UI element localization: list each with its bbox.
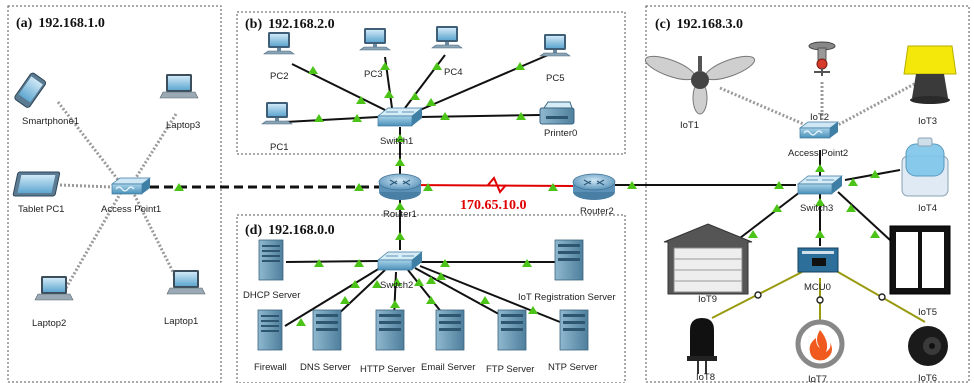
laptop3-icon[interactable] <box>159 73 199 99</box>
region-c-title: (c)192.168.3.0 <box>655 17 743 32</box>
firewall-label: Firewall <box>254 362 287 373</box>
iot2-label: IoT2 <box>810 112 829 123</box>
dhcp-server-label: DHCP Server <box>243 290 300 301</box>
ftp-server-icon[interactable] <box>497 309 527 351</box>
pc3-icon[interactable] <box>359 27 391 51</box>
port-markers <box>174 62 880 326</box>
router2-label: Router2 <box>580 206 614 217</box>
iot6-label: IoT6 <box>918 373 937 383</box>
dns-server-label: DNS Server <box>300 362 351 373</box>
email-server-icon[interactable] <box>435 309 465 351</box>
dhcp-server-icon[interactable] <box>258 239 284 281</box>
pc2-label: PC2 <box>270 71 288 82</box>
ftp-server-label: FTP Server <box>486 364 534 375</box>
tablet-pc1-icon[interactable] <box>12 171 61 197</box>
switch2-label: Switch2 <box>380 280 413 291</box>
ntp-server-icon[interactable] <box>559 309 589 351</box>
pc2-icon[interactable] <box>263 31 295 55</box>
wireless-links-a <box>56 101 182 289</box>
access-point2-icon[interactable] <box>799 121 839 139</box>
pc1-icon[interactable] <box>261 101 293 125</box>
iot1-label: IoT1 <box>680 120 699 131</box>
iot3-lamp-icon[interactable] <box>903 45 957 104</box>
region-a-border <box>7 5 222 383</box>
router2-icon[interactable] <box>572 173 616 201</box>
printer0-label: Printer0 <box>544 128 577 139</box>
region-a-title: (a)192.168.1.0 <box>16 16 105 31</box>
iot2-sprinkler-icon[interactable] <box>808 41 836 76</box>
dns-server-icon[interactable] <box>312 309 342 351</box>
access-point2-label: Access Point2 <box>788 148 848 159</box>
wired-links <box>150 54 901 327</box>
laptop1-label: Laptop1 <box>164 316 198 327</box>
iot9-garage-door-icon[interactable] <box>663 223 753 295</box>
mcu0-icon[interactable] <box>797 247 839 273</box>
iot1-ceiling-fan-icon[interactable] <box>643 52 757 115</box>
region-b-border <box>236 11 626 155</box>
iot4-humidifier-icon[interactable] <box>901 137 949 197</box>
pc3-label: PC3 <box>364 69 382 80</box>
laptop1-icon[interactable] <box>166 269 206 295</box>
iot5-label: IoT5 <box>918 307 937 318</box>
access-point1-icon[interactable] <box>111 177 151 195</box>
wan-serial-zigzag <box>487 176 507 194</box>
mcu0-label: MCU0 <box>804 282 831 293</box>
http-server-label: HTTP Server <box>360 364 415 375</box>
pc5-label: PC5 <box>546 73 564 84</box>
iot6-speaker-icon[interactable] <box>908 326 948 366</box>
iot8-led-icon[interactable] <box>687 318 717 374</box>
switch3-icon[interactable] <box>797 175 843 195</box>
iot9-label: IoT9 <box>698 294 717 305</box>
email-server-label: Email Server <box>421 362 475 373</box>
smartphone1-icon[interactable] <box>14 72 47 109</box>
region-d-border <box>236 214 626 383</box>
switch3-label: Switch3 <box>800 203 833 214</box>
iot7-label: IoT7 <box>808 374 827 383</box>
firewall-icon[interactable] <box>257 309 283 351</box>
pc4-label: PC4 <box>444 67 462 78</box>
laptop2-label: Laptop2 <box>32 318 66 329</box>
region-c-border <box>645 5 970 383</box>
tablet-pc1-label: Tablet PC1 <box>18 204 64 215</box>
pc1-label: PC1 <box>270 142 288 153</box>
switch1-icon[interactable] <box>377 107 423 127</box>
smartphone1-label: Smartphone1 <box>22 116 79 127</box>
pc4-icon[interactable] <box>431 25 463 49</box>
iot-registration-server-icon[interactable] <box>554 239 584 281</box>
region-d-title: (d)192.168.0.0 <box>245 223 335 238</box>
router1-icon[interactable] <box>378 173 422 201</box>
iot8-label: IoT8 <box>696 372 715 383</box>
iot7-fire-sensor-icon[interactable] <box>795 319 845 369</box>
region-b-title: (b)192.168.2.0 <box>245 17 335 32</box>
pc5-icon[interactable] <box>539 33 571 57</box>
access-point1-label: Access Point1 <box>101 204 161 215</box>
iot-registration-server-label: IoT Registration Server <box>518 292 616 303</box>
iot5-window-icon[interactable] <box>889 225 951 295</box>
switch1-label: Switch1 <box>380 136 413 147</box>
laptop3-label: Laptop3 <box>166 120 200 131</box>
wireless-links-c <box>719 80 919 128</box>
iot4-label: IoT4 <box>918 203 937 214</box>
router1-label: Router1 <box>383 209 417 220</box>
http-server-icon[interactable] <box>375 309 405 351</box>
ntp-server-label: NTP Server <box>548 362 597 373</box>
printer0-icon[interactable] <box>539 101 575 125</box>
wan-subnet-label: 170.65.10.0 <box>460 198 527 213</box>
iot3-label: IoT3 <box>918 116 937 127</box>
iot-wire-connectors <box>754 291 886 304</box>
